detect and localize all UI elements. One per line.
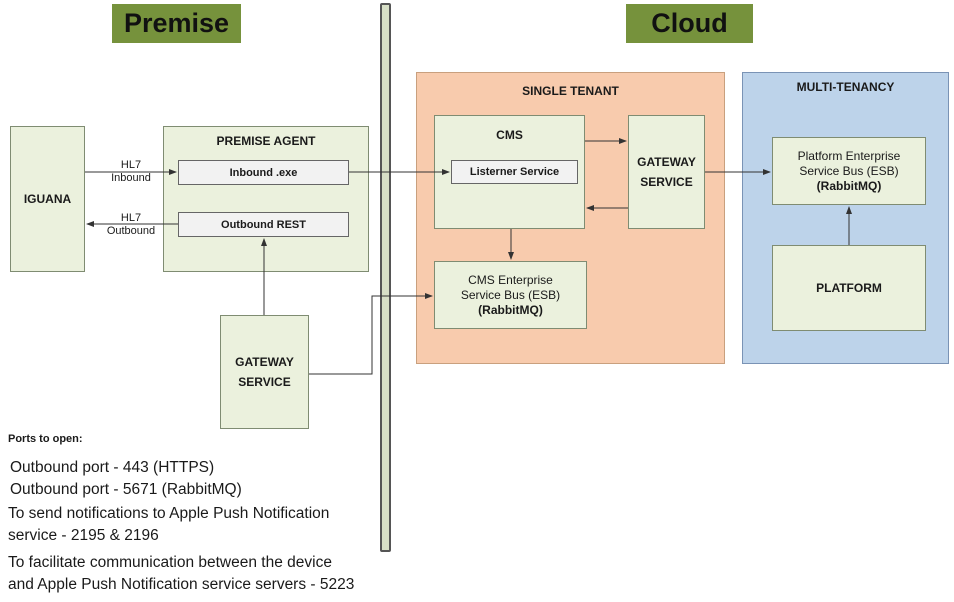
listener-service-box: Listerner Service <box>451 160 578 184</box>
iguana-box: IGUANA <box>10 126 85 272</box>
premise-gateway-line1: GATEWAY <box>235 355 294 369</box>
cloud-gateway-line1: GATEWAY <box>637 155 696 169</box>
premise-header: Premise <box>112 4 241 43</box>
hl7-outbound-line2: Outbound <box>106 225 156 237</box>
platform-esb-line3: (RabbitMQ) <box>816 178 882 193</box>
platform-esb-box: Platform Enterprise Service Bus (ESB) (R… <box>772 137 926 205</box>
premise-agent-title: PREMISE AGENT <box>216 134 316 148</box>
hl7-inbound-line1: HL7 <box>120 159 142 171</box>
premise-gateway-line2: SERVICE <box>238 375 291 389</box>
premise-agent-box <box>163 126 369 272</box>
premise-cloud-divider <box>380 3 391 552</box>
cloud-header: Cloud <box>626 4 753 43</box>
hl7-inbound-label: HL7 Inbound <box>98 159 164 185</box>
ports-line-5: To facilitate communication between the … <box>8 554 332 571</box>
cms-esb-line2: Service Bus (ESB) <box>460 287 561 302</box>
ports-line-3: To send notifications to Apple Push Noti… <box>8 505 330 522</box>
single-tenant-title: SINGLE TENANT <box>522 84 619 98</box>
cloud-gateway-service-box: GATEWAY SERVICE <box>628 115 705 229</box>
ports-title: Ports to open: <box>8 433 83 445</box>
cms-esb-line1: CMS Enterprise <box>468 272 553 287</box>
outbound-rest-box: Outbound REST <box>178 212 349 237</box>
inbound-exe-box: Inbound .exe <box>178 160 349 185</box>
multi-tenancy-title: MULTI-TENANCY <box>796 80 895 94</box>
platform-box: PLATFORM <box>772 245 926 331</box>
cms-esb-box: CMS Enterprise Service Bus (ESB) (Rabbit… <box>434 261 587 329</box>
platform-esb-line2: Service Bus (ESB) <box>799 163 899 178</box>
hl7-outbound-line1: HL7 <box>120 212 142 224</box>
gateway-to-cms-esb-arrow <box>309 293 433 375</box>
hl7-inbound-line2: Inbound <box>111 172 151 184</box>
premise-gateway-service-box: GATEWAY SERVICE <box>220 315 309 429</box>
ports-line-1: Outbound port - 443 (HTTPS) <box>10 459 215 476</box>
cloud-gateway-line2: SERVICE <box>640 175 693 189</box>
platform-esb-line1: Platform Enterprise <box>797 148 901 163</box>
ports-line-4: service - 2195 & 2196 <box>8 527 159 544</box>
hl7-outbound-label: HL7 Outbound <box>97 212 165 238</box>
cms-title: CMS <box>496 128 523 142</box>
ports-line-2: Outbound port - 5671 (RabbitMQ) <box>10 481 242 498</box>
cms-esb-line3: (RabbitMQ) <box>478 302 543 317</box>
ports-line-6: and Apple Push Notification service serv… <box>8 576 355 593</box>
